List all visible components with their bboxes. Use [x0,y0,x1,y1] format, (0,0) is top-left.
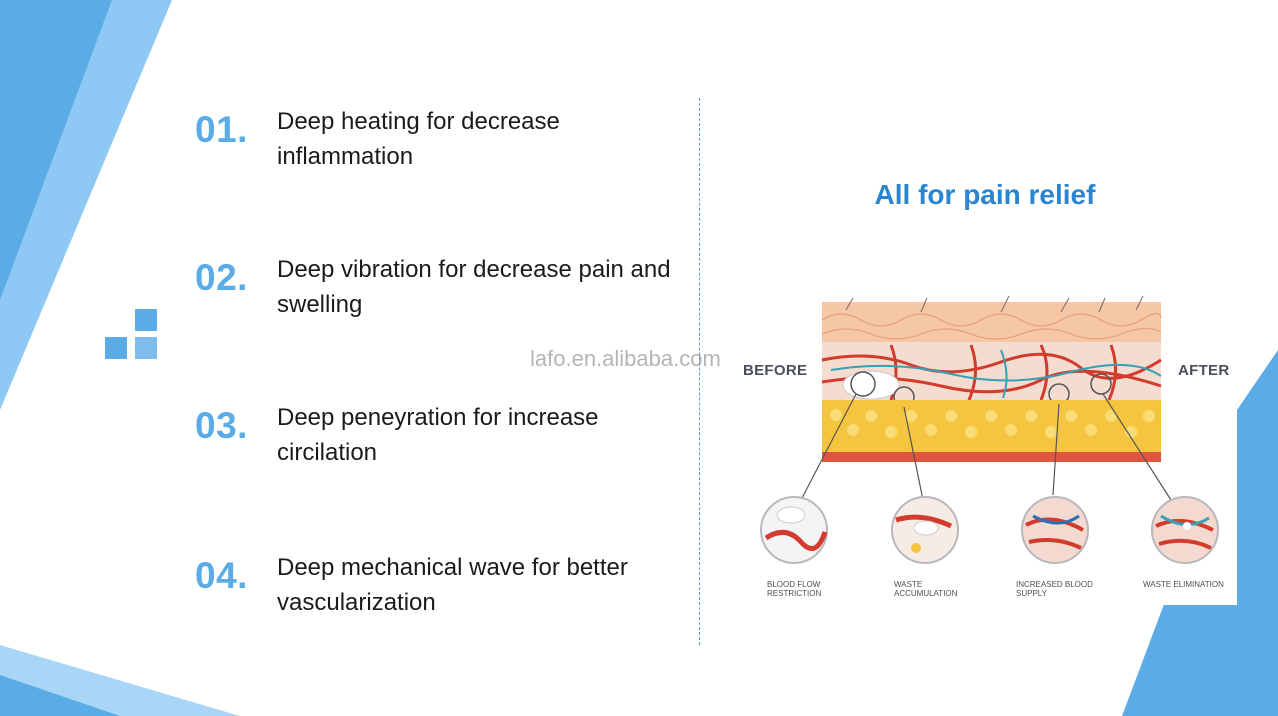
right-title: All for pain relief [874,179,1096,210]
feature-text: Deep vibration for decrease pain and swe… [277,256,671,318]
after-label: AFTER [1178,362,1230,379]
magnified-view-4 [1151,496,1219,564]
caption-waste-accumulation: WASTE ACCUMULATION [894,580,1004,598]
feature-text: Deep peneyration for increase circilatio… [277,404,599,466]
decorative-squares [105,309,157,359]
hair-strands [845,295,1144,313]
feature-number: 02. [195,257,248,298]
feature-text: Deep heating for decrease inflammation [277,108,560,170]
fat-layer [822,400,1161,452]
fat-cells [830,409,1155,438]
caption-line: SUPPLY [1016,589,1047,598]
feature-number: 01. [195,109,248,150]
deco-square [135,337,157,359]
waste-cluster [842,370,900,400]
caption-line: INCREASED BLOOD [1016,580,1093,589]
focus-circle [850,371,876,397]
caption-line: ACCUMULATION [894,589,958,598]
bottom-left-blue-wedge [0,675,120,716]
magnified-view-3 [1021,496,1089,564]
caption-waste-elimination: WASTE ELIMINATION [1143,580,1253,589]
deco-square [105,337,127,359]
watermark: lafo.en.alibaba.com [530,346,721,371]
caption-line: RESTRICTION [767,589,822,598]
focus-circle [1090,373,1112,395]
deco-square [135,309,157,331]
epidermis-cells [821,312,1162,340]
epidermis-layer [822,302,1161,342]
vertical-divider [699,98,700,645]
skin-illustration-panel [741,290,1237,605]
magnified-view-1 [760,496,828,564]
top-left-blue-stripe [0,0,112,300]
magnified-view-2 [891,496,959,564]
caption-line: BLOOD FLOW [767,580,821,589]
muscle-layer [822,452,1161,462]
caption-line: WASTE [894,580,923,589]
before-label: BEFORE [743,362,808,379]
caption-increased-blood-supply: INCREASED BLOOD SUPPLY [1016,580,1126,598]
feature-number: 04. [195,555,248,596]
caption-line: WASTE ELIMINATION [1143,580,1224,589]
nerve-fibers [830,349,1162,399]
skin-tissue-illustration [760,295,1219,564]
feature-text: Deep mechanical wave for better vascular… [277,554,628,616]
caption-blood-flow-restriction: BLOOD FLOW RESTRICTION [767,580,877,598]
blood-vessels [821,344,1162,401]
connector-lines [800,393,1172,501]
feature-number: 03. [195,405,248,446]
